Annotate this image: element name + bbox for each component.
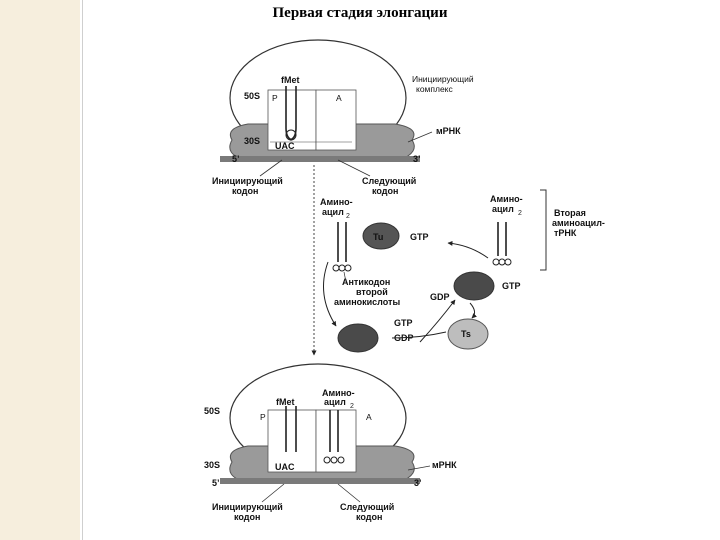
label-aa2-right-l2: ацил bbox=[492, 204, 514, 214]
label-init-codon-l1: Инициирующий bbox=[212, 176, 283, 186]
label-aa2-left-l1: Амино- bbox=[320, 197, 353, 207]
label-anticodon-uac-bottom: UAC bbox=[275, 462, 295, 472]
label-initiating-complex-l2: комплекс bbox=[416, 84, 453, 94]
mrna-strand-bottom bbox=[220, 478, 420, 484]
label-gdp-mid: GDP bbox=[430, 292, 450, 302]
label-second-aatrna-l1: Вторая bbox=[554, 208, 586, 218]
label-gtp-bottom: GTP bbox=[394, 318, 413, 328]
label-init-codon-l2: кодон bbox=[232, 186, 258, 196]
anticodon-pointer bbox=[343, 271, 347, 283]
next-codon-pointer-bottom bbox=[337, 483, 361, 503]
label-aa2-left-sub: 2 bbox=[346, 213, 350, 220]
trna-right bbox=[497, 222, 507, 256]
label-ts: Ts bbox=[461, 329, 471, 339]
label-mrna-bottom: мРНК bbox=[432, 460, 457, 470]
tu-gtp-right bbox=[453, 271, 495, 301]
label-site-a-bottom: A bbox=[366, 412, 372, 422]
label-aa2-bottom-l1: Амино- bbox=[322, 388, 355, 398]
label-50s: 50S bbox=[244, 91, 260, 101]
trna-aa2-bottom bbox=[329, 410, 339, 452]
slide-title: Первая стадия элонгации bbox=[272, 5, 448, 21]
anticodon-base bbox=[330, 456, 338, 464]
trna-left bbox=[337, 222, 347, 262]
anticodon-base bbox=[337, 456, 345, 464]
label-anticodon-l3: аминокислоты bbox=[334, 297, 400, 307]
trna-loop bbox=[285, 129, 297, 141]
label-5prime: 5’ bbox=[232, 154, 240, 164]
next-codon-pointer bbox=[337, 159, 371, 177]
arrow-left-loop bbox=[323, 261, 337, 327]
label-second-aatrna-l3: тРНК bbox=[554, 228, 577, 238]
label-next-codon-bottom-l1: Следующий bbox=[340, 502, 394, 512]
init-codon-pointer-bottom bbox=[261, 483, 285, 503]
label-fmet: fMet bbox=[281, 75, 300, 85]
label-next-codon-bottom-l2: кодон bbox=[356, 512, 382, 522]
label-site-p: P bbox=[272, 93, 278, 103]
label-anticodon-l1: Антикодон bbox=[342, 277, 390, 287]
label-aa2-left-l2: ацил bbox=[322, 207, 344, 217]
anticodon-base bbox=[504, 258, 512, 266]
anticodon-base bbox=[338, 264, 346, 272]
label-fmet-bottom: fMet bbox=[276, 397, 295, 407]
label-30s: 30S bbox=[244, 136, 260, 146]
mrna-strand bbox=[220, 156, 420, 162]
mrna-pointer bbox=[407, 131, 433, 143]
trna-fmet-bottom bbox=[285, 406, 297, 452]
tu-gdp bbox=[337, 323, 379, 353]
anticodon-base bbox=[498, 258, 506, 266]
label-50s-bottom: 50S bbox=[204, 406, 220, 416]
anticodon-base bbox=[344, 264, 352, 272]
site-a-box bbox=[315, 89, 357, 151]
label-5prime-bottom: 5’ bbox=[212, 478, 220, 488]
label-gtp-top: GTP bbox=[410, 232, 429, 242]
label-30s-bottom: 30S bbox=[204, 460, 220, 470]
label-aa2-bottom-sub: 2 bbox=[350, 403, 354, 410]
top-ribosome: 50S 30S P A fMet UAC 5’ 3’ Инициирующий … bbox=[212, 39, 474, 196]
label-second-aatrna-l2: аминоацил- bbox=[552, 218, 605, 228]
label-initiating-complex-l1: Инициирующий bbox=[412, 74, 474, 84]
anticodon-base bbox=[332, 264, 340, 272]
label-tu-top: Tu bbox=[373, 232, 383, 242]
arrow-right-to-tu bbox=[447, 240, 489, 259]
label-init-codon-bottom-l2: кодон bbox=[234, 512, 260, 522]
decorative-side-strip bbox=[0, 0, 80, 540]
label-3prime-bottom: 3’ bbox=[414, 478, 422, 488]
site-p-box-bottom bbox=[267, 409, 317, 473]
label-next-codon-l1: Следующий bbox=[362, 176, 416, 186]
init-codon-pointer bbox=[259, 159, 283, 177]
label-aa2-right-sub: 2 bbox=[518, 210, 522, 217]
label-3prime: 3’ bbox=[413, 154, 421, 164]
arrow-cycle-up bbox=[419, 299, 456, 343]
bracket bbox=[540, 189, 547, 271]
side-divider bbox=[82, 0, 83, 540]
label-mrna: мРНК bbox=[436, 126, 461, 136]
label-site-p-bottom: P bbox=[260, 412, 266, 422]
ts-factor bbox=[447, 318, 489, 350]
label-init-codon-bottom-l1: Инициирующий bbox=[212, 502, 283, 512]
label-site-a: A bbox=[336, 93, 342, 103]
label-anticodon-uac: UAC bbox=[275, 141, 295, 151]
bottom-ribosome: 50S 30S P A fMet Амино- ацил 2 UAC 5’ 3’… bbox=[204, 363, 457, 522]
tu-ts-cycle: Амино- ацил 2 Tu GTP Амино- ацил 2 Втора… bbox=[320, 189, 605, 353]
trna-fmet bbox=[285, 86, 297, 141]
anticodon-base bbox=[323, 456, 331, 464]
site-a-box-bottom bbox=[315, 409, 357, 473]
label-anticodon-l2: второй bbox=[356, 287, 388, 297]
label-aa2-bottom-l2: ацил bbox=[324, 397, 346, 407]
mrna-pointer-bottom bbox=[407, 465, 431, 471]
arrow-down-right bbox=[469, 302, 477, 319]
tu-gtp-dark bbox=[362, 222, 400, 250]
label-gtp-right: GTP bbox=[502, 281, 521, 291]
label-aa2-right-l1: Амино- bbox=[490, 194, 523, 204]
arrow-ts-to-gdp bbox=[391, 331, 447, 339]
anticodon-base bbox=[492, 258, 500, 266]
label-next-codon-l2: кодон bbox=[372, 186, 398, 196]
